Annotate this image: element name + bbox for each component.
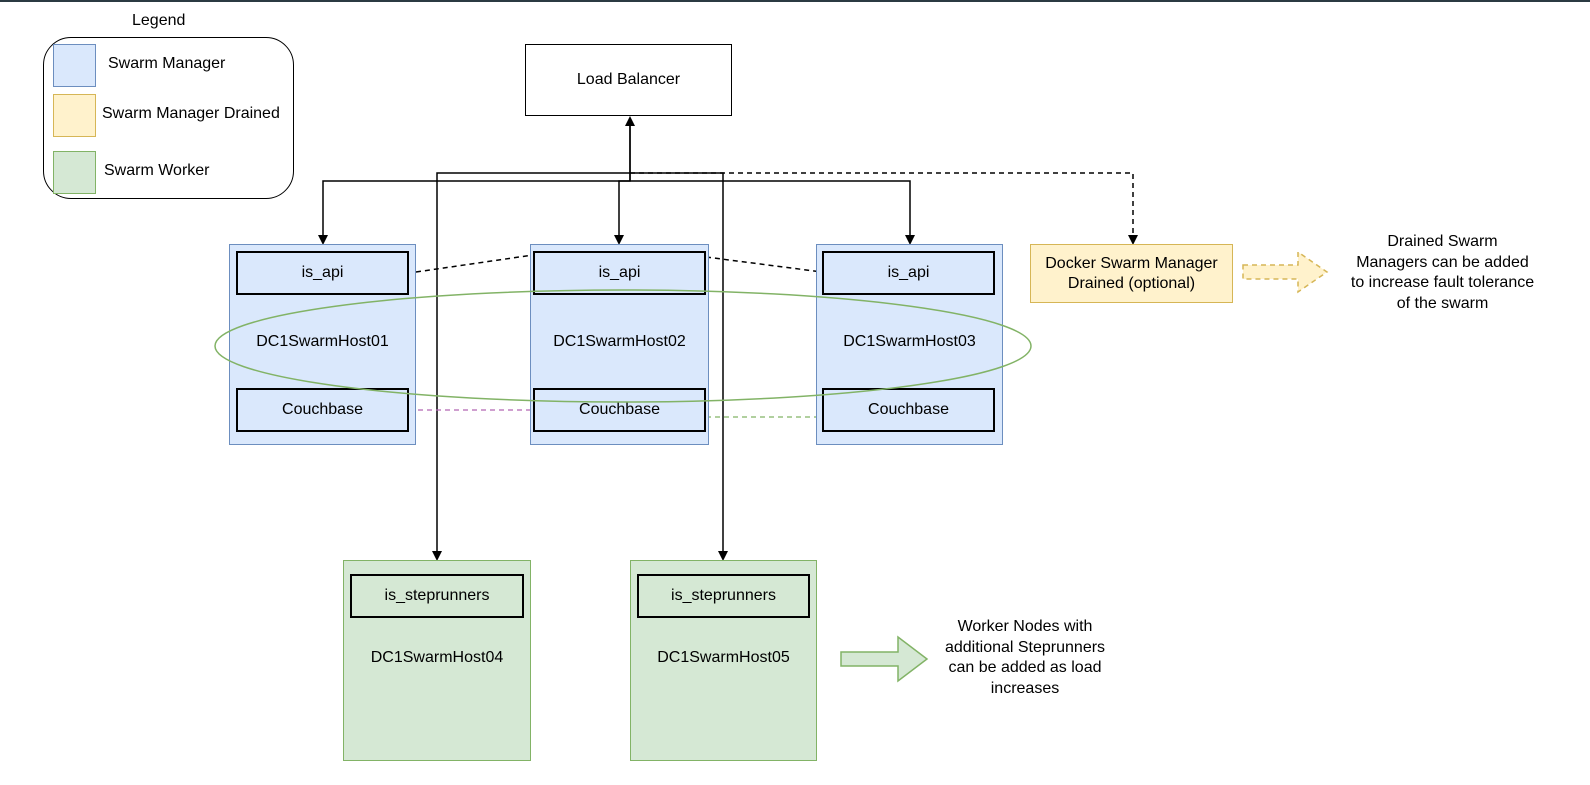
lb-to-host04-arrow [432, 172, 630, 561]
legend-label-worker: Swarm Worker [104, 162, 210, 179]
host-name-host04: DC1SwarmHost04 [370, 649, 504, 666]
service-label: is_api [887, 264, 930, 281]
legend-swatch-manager [53, 44, 96, 87]
worker-note-line: Worker Nodes with [957, 618, 1093, 635]
legend-swatch-worker [53, 151, 96, 194]
drained-manager-line1: Docker Swarm Manager [1045, 254, 1218, 272]
service-couchbase-host01[interactable]: Couchbase [236, 388, 409, 432]
drained-note-line: to increase fault tolerance [1350, 274, 1535, 291]
lb-to-host01-arrow [318, 118, 631, 245]
drained-expand-arrow [1242, 250, 1329, 294]
load-balancer[interactable]: Load Balancer [525, 44, 732, 116]
service-is-api-host01[interactable]: is_api [236, 251, 409, 295]
service-label: Couchbase [868, 401, 949, 418]
service-is-api-host02[interactable]: is_api [533, 251, 706, 295]
drained-manager-node[interactable]: Docker Swarm Manager Drained (optional) [1030, 244, 1233, 303]
worker-note-line: can be added as load [948, 659, 1102, 676]
worker-note-line: increases [990, 679, 1060, 697]
drained-note-line: of the swarm [1396, 294, 1489, 312]
service-is-steprunners-host05[interactable]: is_steprunners [637, 574, 810, 618]
api-link-1-2 [415, 254, 534, 273]
lb-to-host02-arrow [614, 180, 630, 245]
worker-expand-arrow [840, 635, 929, 683]
service-label: is_steprunners [384, 587, 490, 604]
service-is-api-host03[interactable]: is_api [822, 251, 995, 295]
worker-note-line: additional Steprunners [944, 638, 1106, 656]
drained-note-line: Drained Swarm [1387, 233, 1498, 250]
service-label: is_api [598, 264, 641, 281]
host-name-host01: DC1SwarmHost01 [256, 333, 389, 350]
host-name-host05: DC1SwarmHost05 [657, 649, 790, 666]
service-label: is_api [301, 264, 344, 281]
host-name-host03: DC1SwarmHost03 [843, 333, 976, 350]
service-is-steprunners-host04[interactable]: is_steprunners [350, 574, 524, 618]
service-label: Couchbase [579, 401, 660, 418]
service-label: is_steprunners [671, 587, 776, 604]
host-name-host02: DC1SwarmHost02 [553, 333, 686, 350]
service-couchbase-host03[interactable]: Couchbase [822, 388, 995, 432]
api-link-2-3 [705, 256, 823, 273]
window-top-border [0, 0, 1590, 2]
lb-to-host03-arrow [630, 180, 915, 245]
service-couchbase-host02[interactable]: Couchbase [533, 388, 706, 432]
lb-to-drained-arrow [630, 172, 1138, 245]
legend-title: Legend [132, 12, 186, 29]
worker-note: Worker Nodes with additional Steprunners… [925, 617, 1125, 699]
legend-label-drained: Swarm Manager Drained [102, 105, 280, 122]
drained-manager-line2: Drained (optional) [1067, 274, 1196, 292]
drained-note: Drained Swarm Managers can be added to i… [1335, 232, 1550, 314]
load-balancer-label: Load Balancer [576, 71, 681, 88]
legend-swatch-drained [53, 94, 96, 137]
legend-label-manager: Swarm Manager [108, 55, 226, 72]
service-label: Couchbase [282, 401, 363, 418]
drained-note-line: Managers can be added [1356, 253, 1529, 271]
